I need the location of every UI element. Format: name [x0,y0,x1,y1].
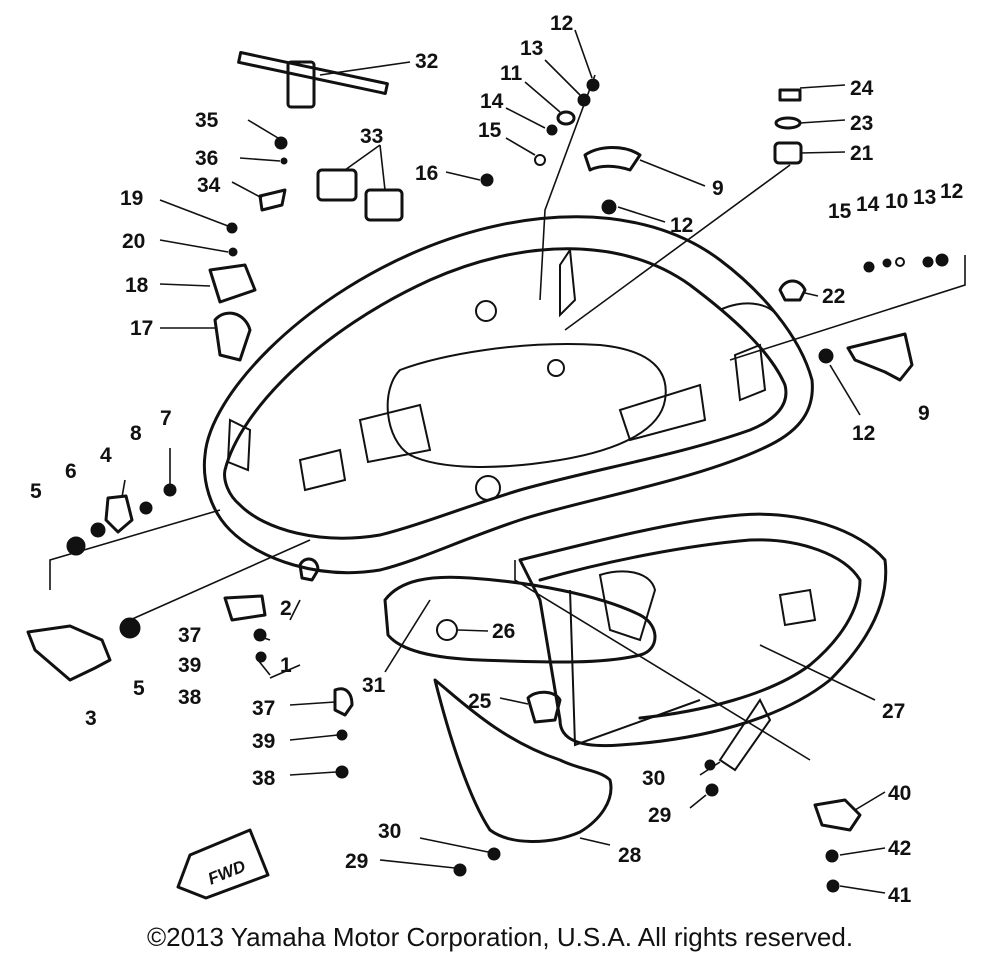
callout-9: 9 [918,402,930,425]
callout-31: 31 [362,674,386,697]
bottom-cowling [383,512,888,843]
callout-34: 34 [197,174,221,197]
exploded-parts-diagram: FWD 12 13 11 14 15 16 9 12 32 35 36 33 3… [26,12,966,907]
callout-4: 4 [100,444,112,467]
leader-lines [49,29,966,894]
callout-38: 38 [178,686,202,709]
callout-41: 41 [888,884,912,907]
callout-21: 21 [850,142,874,165]
callout-24: 24 [850,77,874,100]
callout-12: 12 [852,422,875,445]
callout-labels: 12 13 11 14 15 16 9 12 32 35 36 33 34 19… [30,12,963,907]
hardware-parts [26,51,949,893]
callout-16: 16 [415,162,438,185]
callout-13: 13 [520,37,543,60]
callout-5: 5 [133,677,145,700]
callout-15: 15 [828,200,852,223]
top-cowling [202,215,814,575]
callout-25: 25 [468,690,492,713]
fwd-arrow: FWD [176,828,270,900]
callout-37: 37 [178,624,201,647]
callout-42: 42 [888,837,911,860]
callout-17: 17 [130,317,153,340]
callout-18: 18 [125,274,149,297]
callout-29: 29 [345,850,368,873]
callout-14: 14 [480,90,504,113]
callout-3: 3 [85,707,97,730]
callout-8: 8 [130,422,142,445]
callout-30: 30 [642,767,665,790]
callout-39: 39 [252,730,275,753]
callout-9: 9 [712,177,724,200]
callout-12: 12 [550,12,573,35]
callout-20: 20 [122,230,145,253]
callout-36: 36 [195,147,218,170]
callout-5: 5 [30,480,42,503]
callout-7: 7 [160,407,172,430]
copyright-notice: ©2013 Yamaha Motor Corporation, U.S.A. A… [146,922,854,952]
callout-30: 30 [378,820,401,843]
callout-33: 33 [360,125,383,148]
callout-19: 19 [120,187,143,210]
callout-15: 15 [478,119,502,142]
callout-11: 11 [500,62,523,85]
callout-6: 6 [65,460,77,483]
callout-2: 2 [280,597,292,620]
callout-13: 13 [913,186,936,209]
callout-38: 38 [252,767,276,790]
callout-29: 29 [648,804,671,827]
callout-23: 23 [850,112,873,135]
callout-12: 12 [940,180,963,203]
callout-1: 1 [280,654,292,677]
callout-10: 10 [885,190,908,213]
callout-26: 26 [492,620,515,643]
callout-22: 22 [822,285,845,308]
callout-40: 40 [888,782,911,805]
callout-37: 37 [252,697,275,720]
callout-32: 32 [415,50,438,73]
callout-27: 27 [882,700,905,723]
callout-28: 28 [618,844,642,867]
callout-12: 12 [670,214,693,237]
callout-39: 39 [178,654,201,677]
callout-35: 35 [195,109,219,132]
callout-14: 14 [856,193,880,216]
